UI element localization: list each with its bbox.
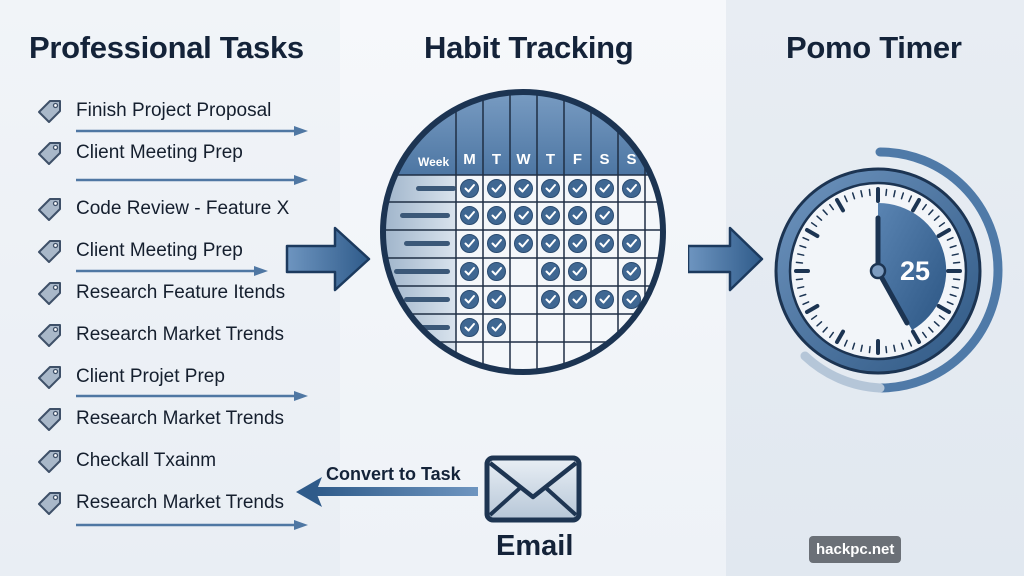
task-item[interactable]: Checkall Txainm (36, 446, 216, 476)
day-header-row: M T W T F S S (456, 151, 645, 168)
tag-icon (38, 198, 61, 221)
check-icon[interactable] (541, 262, 560, 281)
habit-tracker-grid: Week M T W T F S S (378, 87, 668, 377)
check-icon[interactable] (541, 206, 560, 225)
check-icon[interactable] (568, 179, 587, 198)
envelope-icon[interactable] (484, 455, 582, 523)
tag-icon (38, 408, 61, 431)
check-icon[interactable] (595, 234, 614, 253)
check-icon[interactable] (514, 234, 533, 253)
flow-arrow-icon (285, 226, 371, 292)
day-header: M (463, 151, 476, 168)
task-label: Code Review - Feature X (76, 198, 290, 219)
habits-heading: Habit Tracking (424, 30, 634, 65)
check-icon[interactable] (595, 206, 614, 225)
task-item[interactable]: Research Feature Itends (36, 278, 285, 308)
arrow-right-icon (76, 520, 308, 530)
check-icon[interactable] (487, 206, 506, 225)
tag-icon (38, 450, 61, 473)
task-item[interactable]: Research Market Trends (36, 404, 284, 434)
check-icon[interactable] (568, 262, 587, 281)
task-label: Client Projet Prep (76, 366, 225, 387)
arrow-right-icon (76, 266, 268, 276)
task-item[interactable]: Client Projet Prep (36, 362, 225, 392)
check-icon[interactable] (595, 290, 614, 309)
day-header: W (516, 151, 531, 168)
tag-icon (38, 282, 61, 305)
task-label: Client Meeting Prep (76, 142, 243, 163)
check-icon[interactable] (460, 206, 479, 225)
task-label: Research Market Trends (76, 492, 285, 513)
check-icon[interactable] (622, 262, 641, 281)
check-icon[interactable] (460, 318, 479, 337)
tag-icon (38, 100, 61, 123)
check-icon[interactable] (568, 234, 587, 253)
day-header: F (572, 151, 583, 168)
check-icon[interactable] (460, 262, 479, 281)
day-header: T (545, 151, 556, 168)
task-item[interactable]: Research Market Trends (36, 320, 284, 350)
check-icon[interactable] (595, 179, 614, 198)
check-icon[interactable] (487, 262, 506, 281)
flow-arrow-icon (688, 226, 764, 292)
check-icon[interactable] (541, 290, 560, 309)
arrow-left-icon (296, 477, 478, 507)
task-item[interactable]: Client Meeting Prep (36, 138, 243, 168)
timer-heading: Pomo Timer (786, 30, 962, 65)
task-label: Checkall Txainm (76, 450, 217, 471)
task-item[interactable]: Client Meeting Prep (36, 236, 243, 266)
tag-icon (38, 324, 61, 347)
check-icon[interactable] (487, 290, 506, 309)
check-icon[interactable] (622, 290, 641, 309)
grid-corner-label: Week (418, 155, 450, 169)
check-icon[interactable] (487, 234, 506, 253)
convert-to-task-label[interactable]: Convert to Task (326, 464, 461, 484)
check-icon[interactable] (514, 206, 533, 225)
tag-icon (38, 142, 61, 165)
tag-icon (38, 492, 61, 515)
task-label: Research Market Trends (76, 324, 285, 345)
task-item[interactable]: Research Market Trends (36, 488, 284, 518)
day-header: S (599, 151, 610, 168)
check-icon[interactable] (460, 290, 479, 309)
task-item[interactable]: Code Review - Feature X (36, 194, 289, 224)
check-icon[interactable] (541, 234, 560, 253)
check-icon[interactable] (622, 234, 641, 253)
check-icon[interactable] (568, 290, 587, 309)
task-label: Research Market Trends (76, 408, 285, 429)
check-icon[interactable] (460, 234, 479, 253)
email-label: Email (496, 530, 574, 562)
task-label: Research Feature Itends (76, 282, 286, 303)
pomodoro-timer[interactable]: 25 (770, 146, 1010, 396)
check-icon[interactable] (487, 179, 506, 198)
arrow-right-icon (76, 391, 308, 401)
day-header: S (626, 151, 637, 168)
task-label: Client Meeting Prep (76, 240, 243, 261)
check-icon[interactable] (622, 179, 641, 198)
arrow-right-icon (76, 126, 308, 136)
check-icon[interactable] (568, 206, 587, 225)
timer-value: 25 (900, 256, 931, 286)
task-item[interactable]: Finish Project Proposal (36, 96, 271, 126)
check-icon[interactable] (460, 179, 479, 198)
check-icon[interactable] (487, 318, 506, 337)
arrow-right-icon (76, 175, 308, 185)
check-icon[interactable] (541, 179, 560, 198)
tag-icon (38, 240, 61, 263)
day-header: T (491, 151, 502, 168)
watermark: hackpc.net (809, 536, 902, 563)
check-icon[interactable] (514, 179, 533, 198)
tasks-heading: Professional Tasks (29, 30, 304, 65)
task-label: Finish Project Proposal (76, 100, 272, 121)
tag-icon (38, 366, 61, 389)
